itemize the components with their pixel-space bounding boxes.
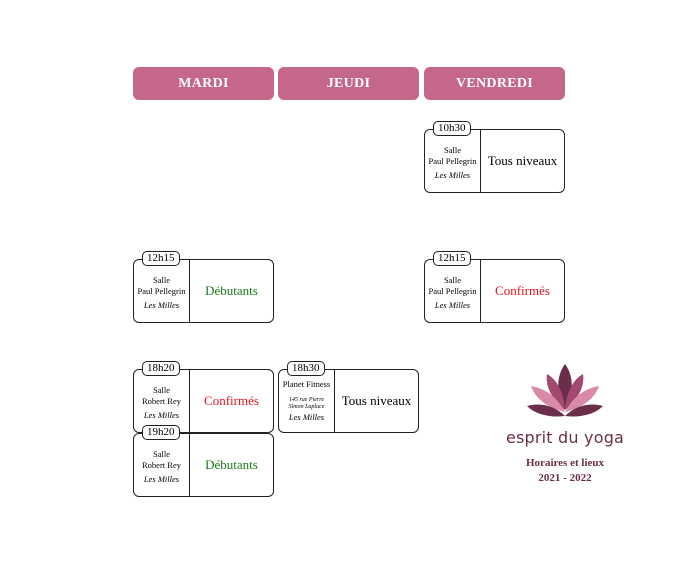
session-location: Salle Robert Rey Les Milles [134, 434, 190, 496]
session-location: Salle Paul Pellegrin Les Milles [425, 130, 481, 192]
session-location: Planet Fitness 145 rue Pierre Simon Lapl… [279, 370, 335, 432]
session-time: 12h15 [142, 251, 180, 266]
location-city: Les Milles [434, 300, 471, 310]
location-line2: Paul Pellegrin [137, 286, 186, 296]
session-time: 19h20 [142, 425, 180, 440]
session-card-vendredi-1030: Salle Paul Pellegrin Les Milles Tous niv… [424, 129, 565, 193]
session-time: 18h20 [142, 361, 180, 376]
session-card-mardi-1820: Salle Robert Rey Les Milles Confirmés [133, 369, 274, 433]
session-location: Salle Robert Rey Les Milles [134, 370, 190, 432]
session-time: 10h30 [433, 121, 471, 136]
session-location: Salle Paul Pellegrin Les Milles [425, 260, 481, 322]
location-city: Les Milles [434, 170, 471, 180]
session-level: Débutants [205, 283, 258, 298]
session-time: 12h15 [433, 251, 471, 266]
day-header-vendredi: VENDREDI [424, 67, 565, 100]
location-line2: Robert Rey [142, 396, 181, 406]
session-level: Débutants [205, 457, 258, 472]
location-line1: Salle [153, 275, 170, 285]
session-level: Tous niveaux [487, 153, 558, 168]
brand-subtitle: Horaires et lieux [526, 457, 604, 469]
lotus-icon [505, 360, 625, 433]
location-line2: Robert Rey [142, 460, 181, 470]
location-line2: Paul Pellegrin [428, 156, 477, 166]
session-card-jeudi-1830: Planet Fitness 145 rue Pierre Simon Lapl… [278, 369, 419, 433]
location-line2: Paul Pellegrin [428, 286, 477, 296]
session-level: Confirmés [204, 393, 259, 408]
session-card-mardi-1215: Salle Paul Pellegrin Les Milles Débutant… [133, 259, 274, 323]
session-time: 18h30 [287, 361, 325, 376]
location-city: Les Milles [143, 410, 180, 420]
location-line1: Salle [444, 275, 461, 285]
session-card-mardi-1920: Salle Robert Rey Les Milles Débutants [133, 433, 274, 497]
location-line1: Salle [444, 145, 461, 155]
location-line1: Planet Fitness [282, 379, 331, 389]
location-line1: Salle [153, 449, 170, 459]
day-header-jeudi: JEUDI [278, 67, 419, 100]
brand-season: 2021 - 2022 [538, 472, 592, 484]
location-city: Les Milles [288, 412, 325, 422]
session-level: Tous niveaux [341, 393, 412, 408]
location-city: Les Milles [143, 474, 180, 484]
day-header-mardi: MARDI [133, 67, 274, 100]
session-level: Confirmés [495, 283, 550, 298]
location-address: 145 rue Pierre Simon Laplace [288, 397, 325, 410]
location-city: Les Milles [143, 300, 180, 310]
session-card-vendredi-1215: Salle Paul Pellegrin Les Milles Confirmé… [424, 259, 565, 323]
brand-name: esprit du yoga [505, 428, 625, 447]
location-line1: Salle [153, 385, 170, 395]
session-location: Salle Paul Pellegrin Les Milles [134, 260, 190, 322]
